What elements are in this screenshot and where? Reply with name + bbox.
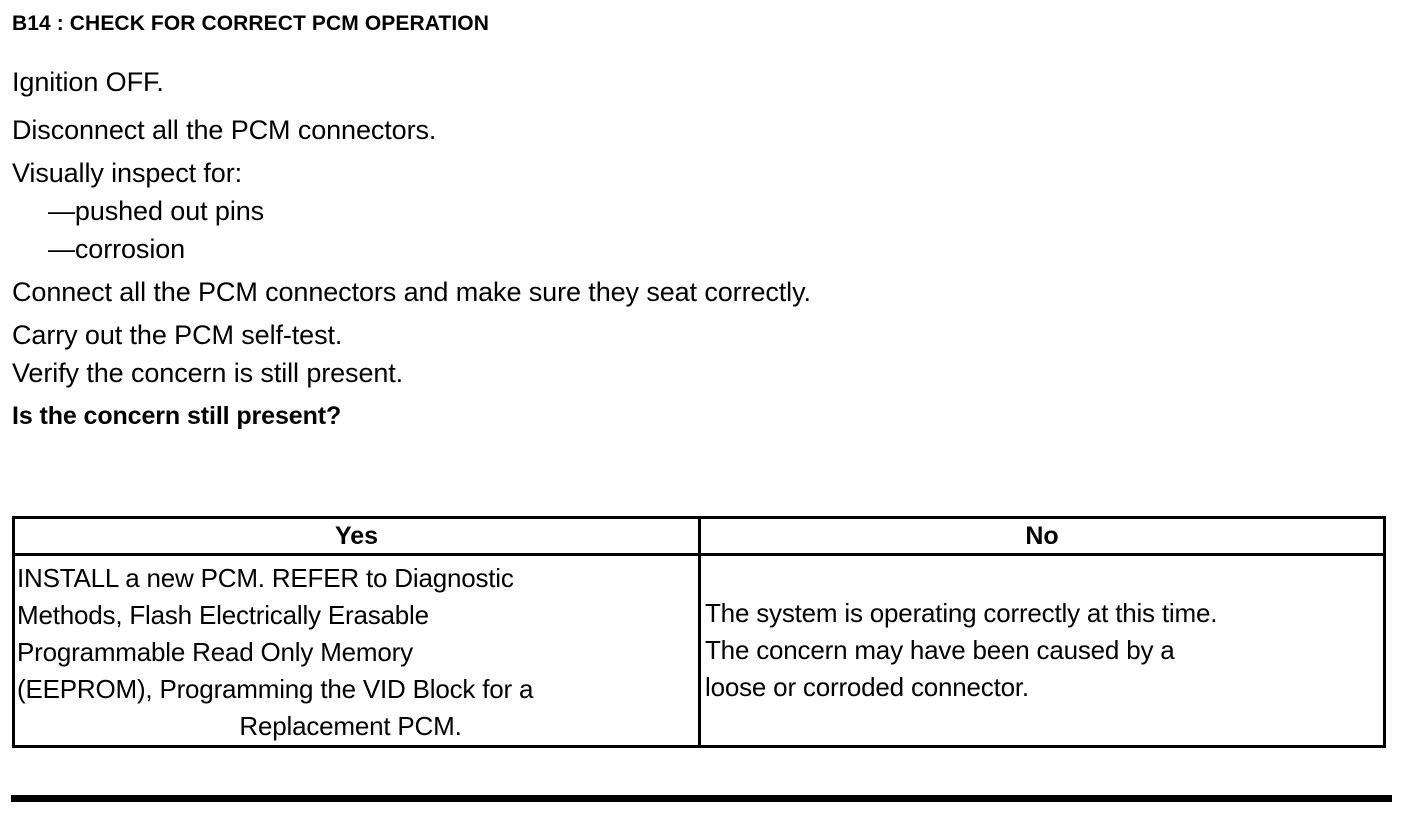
- instruction-block: Ignition OFF. Disconnect all the PCM con…: [12, 58, 1382, 440]
- instruction-line: Carry out the PCM self-test.: [12, 320, 343, 350]
- cell-no-action: The system is operating correctly at thi…: [698, 553, 1386, 748]
- cell-line: Methods, Flash Electrically Erasable: [17, 600, 429, 630]
- table-row: INSTALL a new PCM. REFER to Diagnostic M…: [12, 553, 1386, 748]
- instruction-line: Visually inspect for:: [12, 158, 243, 188]
- cell-yes-action: INSTALL a new PCM. REFER to Diagnostic M…: [12, 553, 701, 748]
- cell-yes-text: INSTALL a new PCM. REFER to Diagnostic M…: [15, 556, 698, 745]
- cell-line: (EEPROM), Programming the VID Block for …: [17, 674, 534, 704]
- step-title: B14 : CHECK FOR CORRECT PCM OPERATION: [12, 12, 489, 35]
- instruction-line: Disconnect all the PCM connectors.: [12, 115, 437, 145]
- decision-table: Yes No INSTALL a new PCM. REFER to Diagn…: [12, 516, 1386, 748]
- cell-line: INSTALL a new PCM. REFER to Diagnostic: [17, 563, 514, 593]
- table-header-row: Yes No: [12, 516, 1386, 556]
- cell-line: Programmable Read Only Memory: [17, 637, 413, 667]
- cell-line: The concern may have been caused by a: [705, 635, 1175, 665]
- footer-divider-rule: [11, 795, 1392, 802]
- instruction-sub-item: —corrosion: [48, 234, 186, 264]
- column-header-yes: Yes: [12, 516, 701, 556]
- instruction-sub-item: —pushed out pins: [48, 196, 265, 226]
- instruction-line: Verify the concern is still present.: [12, 358, 404, 388]
- cell-line: loose or corroded connector.: [705, 672, 1029, 702]
- decision-question: Is the concern still present?: [12, 402, 342, 430]
- instruction-line: Ignition OFF.: [12, 67, 164, 97]
- column-header-no: No: [698, 516, 1386, 556]
- instruction-line: Connect all the PCM connectors and make …: [12, 277, 811, 307]
- cell-no-text: The system is operating correctly at thi…: [701, 595, 1383, 706]
- cell-line: The system is operating correctly at thi…: [705, 598, 1218, 628]
- cell-line-centered: Replacement PCM.: [239, 711, 462, 741]
